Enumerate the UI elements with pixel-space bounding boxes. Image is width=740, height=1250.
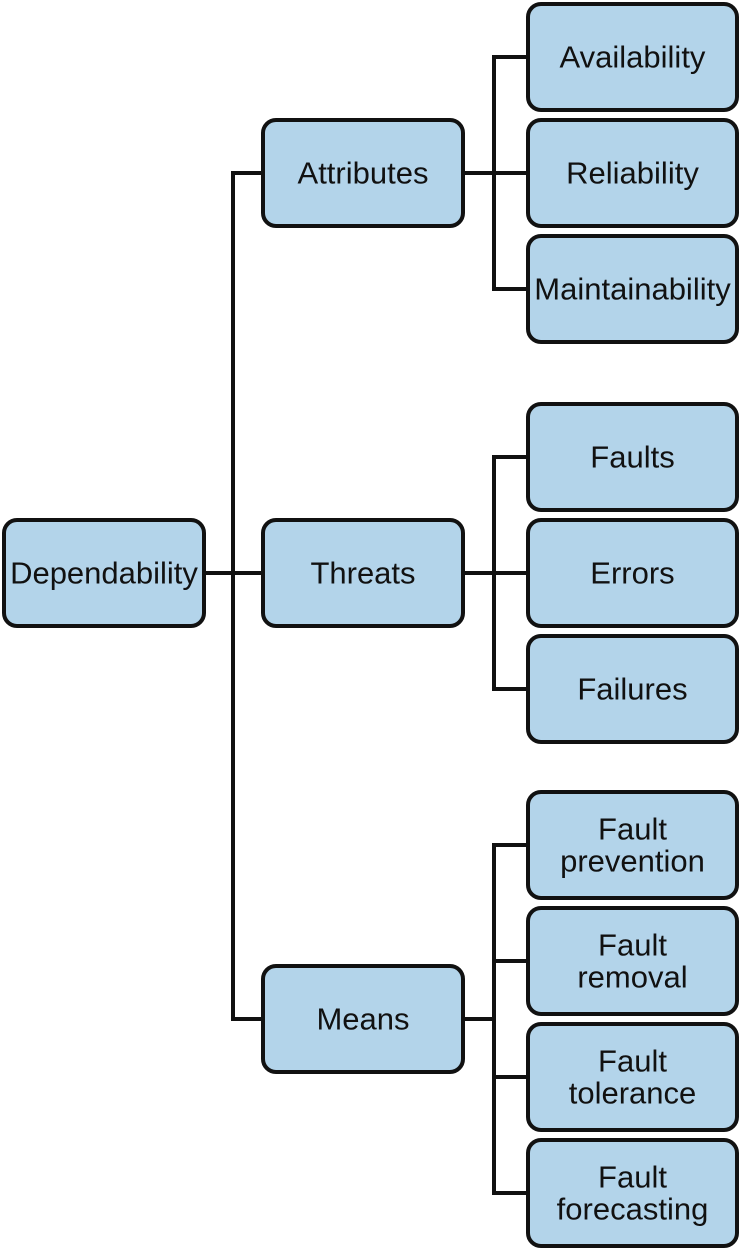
- node-fault-prevention-box: [526, 790, 739, 900]
- node-threats-label: Threats: [310, 556, 415, 591]
- node-means-label: Means: [316, 1002, 409, 1037]
- node-availability-label: Availability: [560, 40, 706, 75]
- node-means-box: [261, 964, 465, 1074]
- node-failures: Failures: [526, 634, 739, 744]
- node-threats: Threats: [261, 518, 465, 628]
- node-threats-box: [261, 518, 465, 628]
- node-attributes-box: [261, 118, 465, 228]
- node-faults-box: [526, 402, 739, 512]
- node-faults: Faults: [526, 402, 739, 512]
- node-fault-removal-label: removal: [577, 960, 687, 995]
- connector-lines: [202, 55, 530, 1195]
- node-attributes: Attributes: [261, 118, 465, 228]
- node-attributes-label: Attributes: [298, 156, 429, 191]
- node-fault-removal-box: [526, 906, 739, 1016]
- node-errors-label: Errors: [590, 556, 674, 591]
- node-errors: Errors: [526, 518, 739, 628]
- node-dependability-label: Dependability: [10, 556, 198, 591]
- node-fault-tolerance-label: Fault: [598, 1044, 667, 1079]
- node-fault-removal-label: Fault: [598, 928, 667, 963]
- node-fault-prevention-label: Fault: [598, 812, 667, 847]
- node-fault-tolerance-box: [526, 1022, 739, 1132]
- node-maintainability-label: Maintainability: [534, 272, 731, 307]
- node-availability: Availability: [526, 2, 739, 112]
- node-fault-forecasting-box: [526, 1138, 739, 1248]
- node-fault-forecasting-label: forecasting: [557, 1192, 709, 1227]
- node-failures-box: [526, 634, 739, 744]
- node-failures-label: Failures: [577, 672, 687, 707]
- node-fault-tolerance-label: tolerance: [569, 1076, 697, 1111]
- node-dependability-box: [2, 518, 206, 628]
- node-dependability: Dependability: [2, 518, 206, 628]
- node-errors-box: [526, 518, 739, 628]
- node-faults-label: Faults: [590, 440, 674, 475]
- node-means: Means: [261, 964, 465, 1074]
- node-reliability: Reliability: [526, 118, 739, 228]
- node-reliability-label: Reliability: [566, 156, 699, 191]
- node-maintainability: Maintainability: [526, 234, 739, 344]
- node-availability-box: [526, 2, 739, 112]
- node-reliability-box: [526, 118, 739, 228]
- node-fault-prevention-label: prevention: [560, 844, 705, 879]
- node-fault-forecasting-label: Fault: [598, 1160, 667, 1195]
- node-maintainability-box: [526, 234, 739, 344]
